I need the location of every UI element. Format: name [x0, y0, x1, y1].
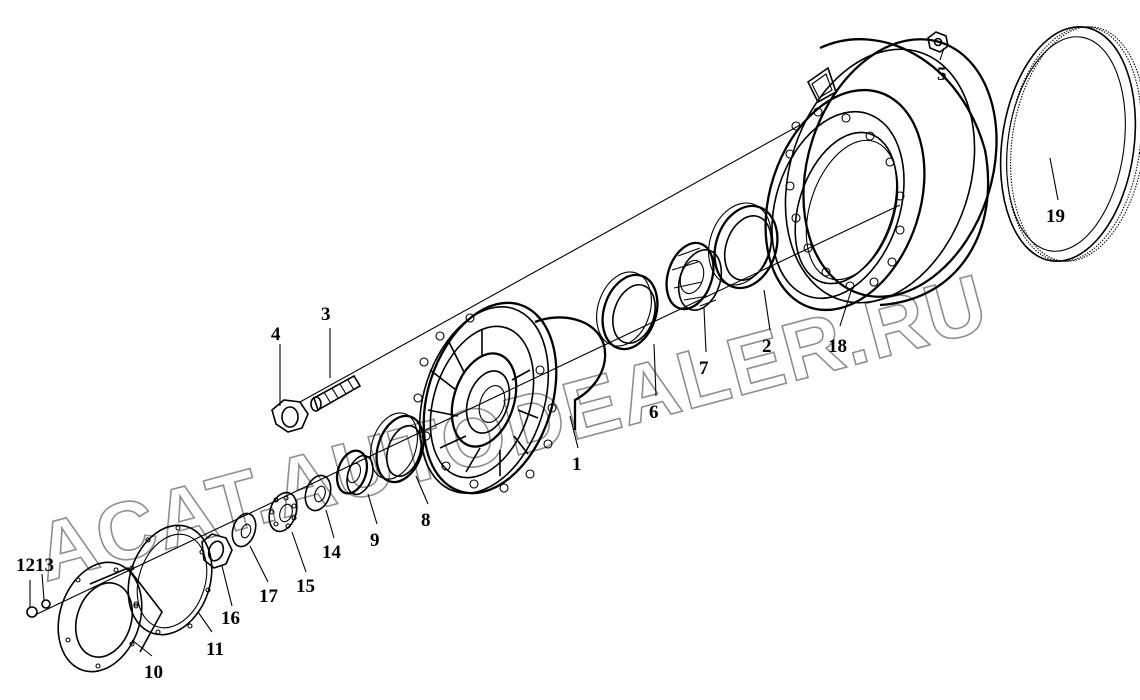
callout-8: 8: [421, 510, 431, 531]
callout-9: 9: [370, 530, 380, 551]
part-1-wheel-hub: [413, 301, 607, 495]
leader-lines: [29, 47, 1059, 657]
callout-4: 4: [271, 324, 281, 345]
callout-2: 2: [762, 336, 772, 357]
part-10-hub-cap: [57, 561, 163, 673]
part-4-wheel-nut: [271, 399, 309, 433]
part-14-washer: [304, 474, 332, 512]
part-11-gasket: [127, 524, 213, 636]
part-8-inner-bearing-cup: [370, 412, 425, 484]
callout-7: 7: [699, 358, 709, 379]
part-2-seal-ring: [708, 202, 779, 290]
part-18-brake-drum: [764, 38, 998, 312]
part-15-slotted-washer: [268, 491, 298, 533]
part-6-bearing-cup: [596, 271, 659, 351]
callout-labels: 1 2 3 4 5 6 7 8 9 10 11 1213 14 15 16 17…: [16, 64, 1065, 683]
callout-10: 10: [144, 662, 163, 683]
part-5-nut: [927, 31, 949, 53]
callout-6: 6: [649, 402, 659, 423]
part-3-wheel-stud: [310, 374, 362, 412]
callout-16: 16: [221, 608, 240, 629]
callout-5: 5: [937, 64, 947, 85]
part-9-inner-bearing: [335, 449, 374, 496]
callout-1213: 1213: [16, 555, 54, 576]
part-19-abs-ring: [999, 25, 1140, 263]
callout-1: 1: [572, 454, 582, 475]
part-12-13-bolt-washer: [26, 599, 51, 618]
part-7-roller-bearing: [665, 241, 723, 311]
center-axis-lines: [34, 124, 901, 616]
part-17-flat-washer: [231, 512, 257, 548]
callout-15: 15: [296, 576, 315, 597]
callout-14: 14: [322, 542, 342, 563]
callout-3: 3: [321, 304, 331, 325]
callout-17: 17: [259, 586, 279, 607]
callout-11: 11: [206, 639, 224, 660]
callout-19: 19: [1046, 206, 1065, 227]
callout-18: 18: [828, 336, 847, 357]
